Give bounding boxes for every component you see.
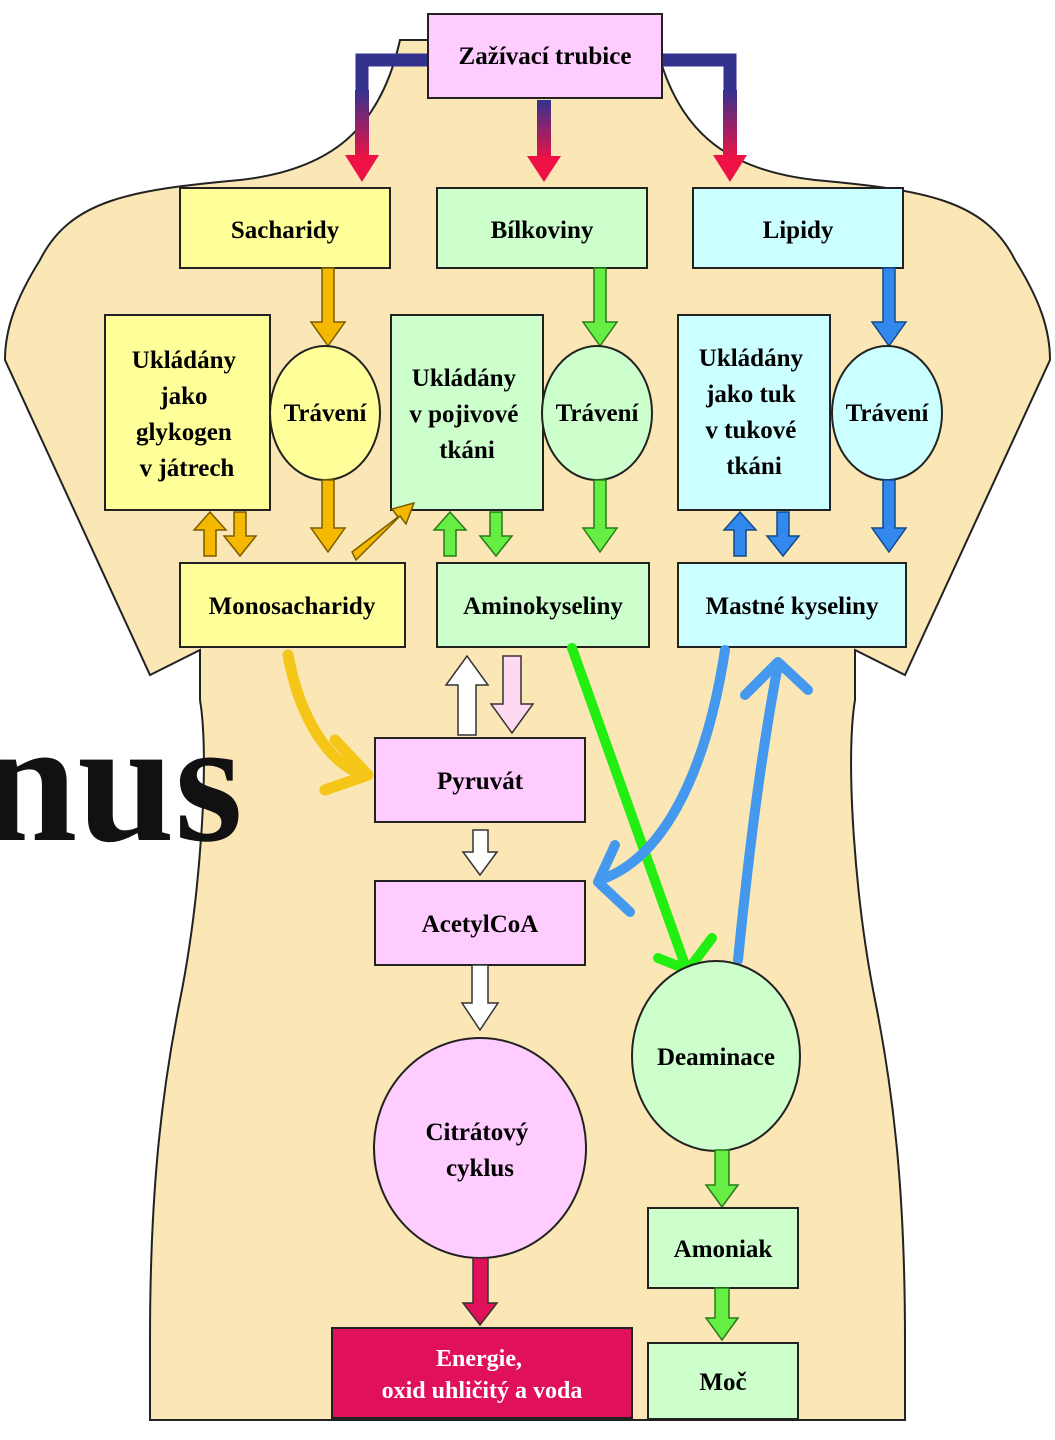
saccharides-label: Sacharidy bbox=[231, 217, 340, 244]
monosaccharides-label: Monosacharidy bbox=[209, 593, 376, 620]
ammonia-label: Amoniak bbox=[674, 1236, 773, 1263]
deamination-label: Deaminace bbox=[657, 1044, 775, 1071]
lipids-label: Lipidy bbox=[763, 217, 834, 244]
proteins-label: Bílkoviny bbox=[491, 217, 594, 244]
digestion-label-proteins: Trávení bbox=[556, 400, 640, 427]
acetylcoa-label: AcetylCoA bbox=[422, 911, 539, 938]
citrate-cycle-circle bbox=[374, 1038, 586, 1258]
digestion-label-saccharides: Trávení bbox=[284, 400, 368, 427]
urine-label: Moč bbox=[699, 1369, 746, 1396]
pyruvate-label: Pyruvát bbox=[437, 768, 524, 795]
digestion-label-lipids: Trávení bbox=[846, 400, 930, 427]
background-word: nus bbox=[0, 684, 243, 878]
digestive-tube-label: Zažívací trubice bbox=[459, 43, 632, 70]
energy-box bbox=[332, 1328, 632, 1418]
aminoacids-label: Aminokyseliny bbox=[463, 593, 623, 620]
fattyacids-label: Mastné kyseliny bbox=[706, 593, 879, 620]
